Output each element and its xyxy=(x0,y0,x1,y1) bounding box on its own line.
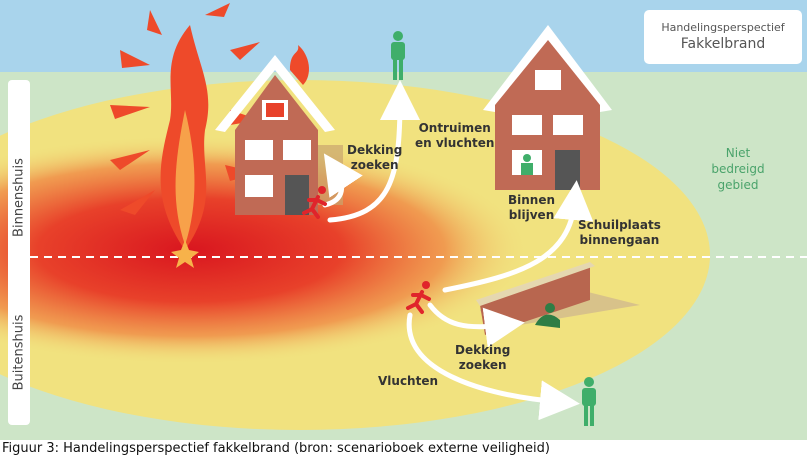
title-box: Handelingsperspectief Fakkelbrand xyxy=(644,10,802,64)
arrow-cover-outside xyxy=(427,302,525,348)
figure-caption: Figuur 3: Handelingsperspectief fakkelbr… xyxy=(2,441,550,456)
person-fleeing-icon xyxy=(406,281,431,314)
zone-sidebar: Binnenshuis Buitenshuis xyxy=(8,80,30,425)
cover-inside-label: Dekking zoeken xyxy=(347,143,402,173)
arrow-shelter xyxy=(442,180,594,293)
arrow-flee xyxy=(406,312,580,421)
shelter-label: Schuilplaats binnengaan xyxy=(578,218,661,248)
safe-line1: Niet bedreigd xyxy=(711,146,765,176)
title-line2: Fakkelbrand xyxy=(680,36,766,52)
title-line1: Handelingsperspectief xyxy=(661,21,785,34)
stay-inside-line2: blijven xyxy=(508,208,555,222)
outside-label: Buitenshuis xyxy=(11,314,27,391)
stay-inside-line1: Binnen xyxy=(508,193,556,207)
cover-outside-line1: Dekking xyxy=(455,343,511,357)
fakkelbrand-illustration xyxy=(0,0,807,440)
cover-inside-line1: Dekking xyxy=(347,143,403,157)
person-fleeing-icon xyxy=(302,186,327,219)
evacuate-line1: Ontruimen xyxy=(418,121,491,135)
cover-outside-label: Dekking zoeken xyxy=(455,343,510,373)
evacuate-label: Ontruimen en vluchten xyxy=(415,121,494,151)
cover-inside-line2: zoeken xyxy=(350,158,399,172)
shelter-line2: binnengaan xyxy=(579,233,660,247)
shelter-line1: Schuilplaats xyxy=(578,218,661,232)
safe-zone-label: Niet bedreigd gebied xyxy=(700,145,776,193)
flee-label: Vluchten xyxy=(378,374,439,388)
safe-house-icon xyxy=(483,25,612,190)
stay-inside-label: Binnen blijven xyxy=(508,193,555,223)
arrow-cover-inside xyxy=(322,153,363,208)
fire-column-icon xyxy=(110,3,260,268)
danger-zone xyxy=(0,135,530,365)
safe-line2: gebied xyxy=(717,178,759,192)
person-safe-icon xyxy=(582,377,596,426)
evacuate-line2: en vluchten xyxy=(415,136,495,150)
inside-label: Binnenshuis xyxy=(11,158,27,237)
arrow-evacuate xyxy=(327,80,420,223)
cover-outside-line2: zoeken xyxy=(458,358,507,372)
person-safe-icon xyxy=(391,31,405,80)
